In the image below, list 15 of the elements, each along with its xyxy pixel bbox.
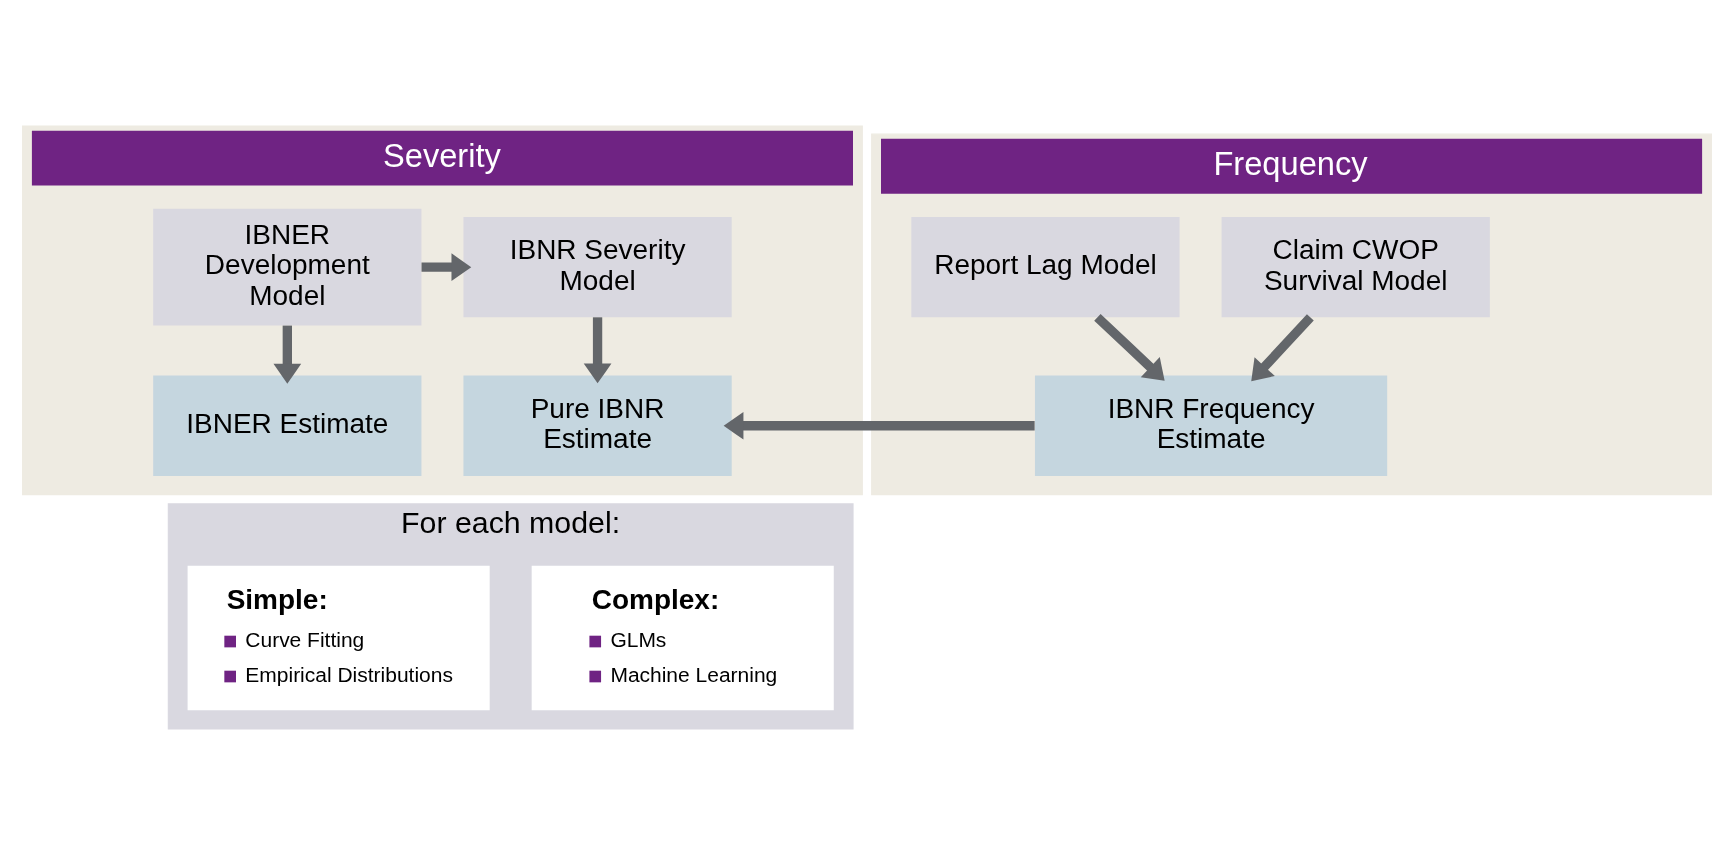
arrow [1094,313,1165,381]
arrow [723,411,1035,440]
node-box: Simple: Curve Fitting Empirical Distributions [187,565,490,710]
node-box: Claim CWOP Survival Model [1221,216,1490,317]
node-box: IBNR Severity Model [463,216,732,317]
arrow [273,325,302,384]
arrow [1251,313,1314,381]
node-box: IBNER Development Model [153,208,422,325]
node-box: Report Lag Model [911,216,1180,317]
node-box: Complex: GLMs Machine Learning [531,565,834,710]
arrow [583,316,612,383]
node-box: Pure IBNR Estimate [463,375,732,476]
node-box: IBNER Estimate [153,375,422,476]
arrow [421,252,472,281]
node-box: IBNR Frequency Estimate [1034,375,1388,476]
